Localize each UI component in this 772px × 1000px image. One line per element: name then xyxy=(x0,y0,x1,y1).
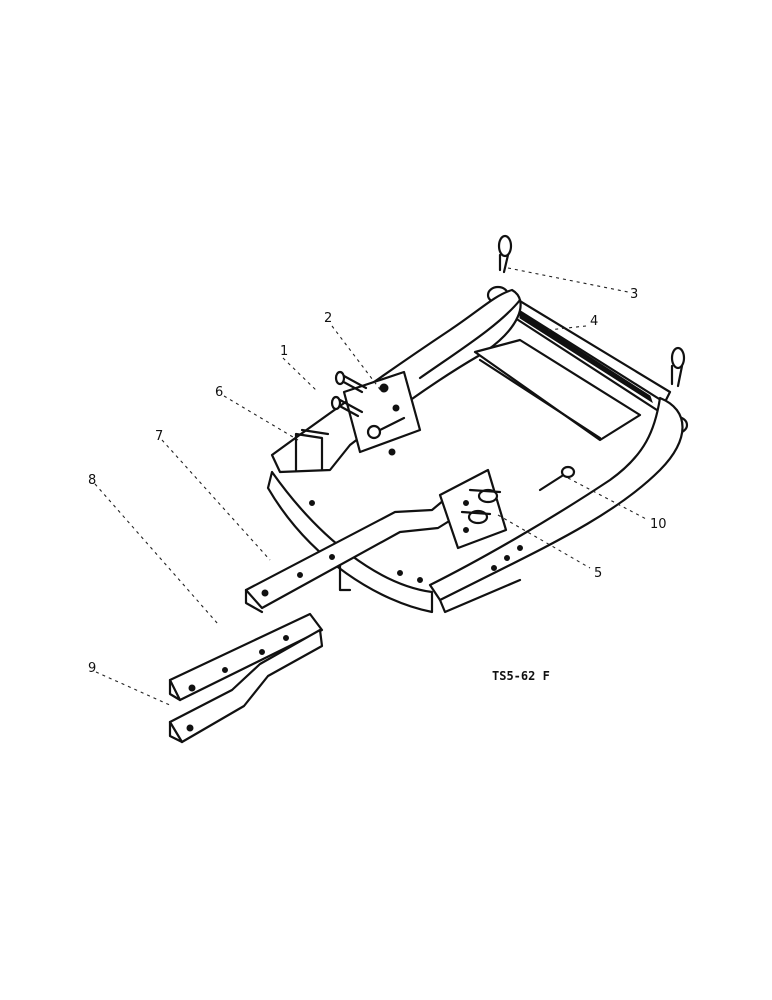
centre-plate xyxy=(473,338,642,442)
figure-code: TS5-62 F xyxy=(492,669,550,683)
swivel-plate-5 xyxy=(438,468,508,550)
u-pin-6 xyxy=(294,428,330,472)
curved-swing-bar xyxy=(266,470,434,614)
callout-7: 7 xyxy=(155,429,163,444)
drawbar-8 xyxy=(168,612,324,702)
pin-10 xyxy=(538,465,576,492)
callouts: 1 2 3 4 5 6 7 8 9 10 xyxy=(88,287,667,676)
callout-3: 3 xyxy=(630,287,638,302)
callout-2: 2 xyxy=(324,311,332,326)
leader-lines xyxy=(94,267,649,707)
callout-9: 9 xyxy=(88,661,96,676)
callout-6: 6 xyxy=(215,385,223,400)
linch-pin-right xyxy=(670,346,686,388)
callout-5: 5 xyxy=(594,566,602,581)
callout-8: 8 xyxy=(88,473,96,488)
pins-1 xyxy=(330,370,368,418)
drawbar-9 xyxy=(168,628,324,744)
linch-pin-left xyxy=(497,234,513,274)
callout-10: 10 xyxy=(650,517,667,532)
callout-4: 4 xyxy=(590,314,598,329)
right-side-arm xyxy=(428,396,684,614)
callout-1: 1 xyxy=(280,344,288,359)
